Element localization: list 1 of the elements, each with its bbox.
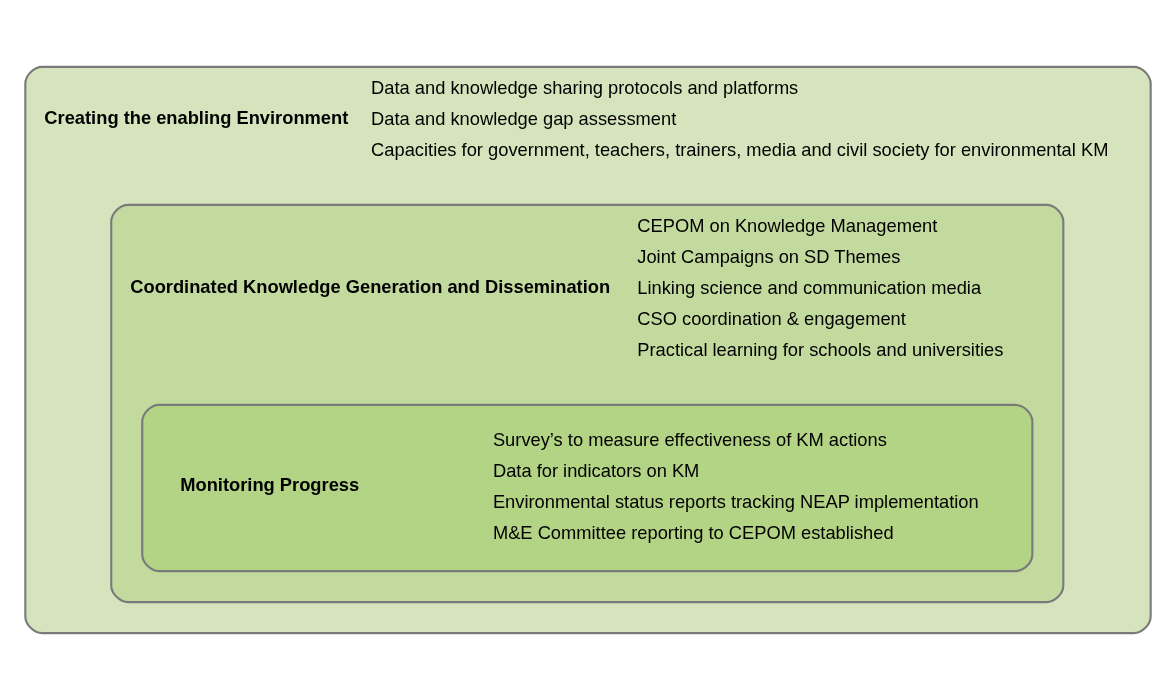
node-box: Monitoring Progress Survey’s to measure effectiveness of KM actions Data for indicators on KM Environmental status reports tracking NEAP implementation M&E Committee reporting to CEPOM established <box>141 403 1034 572</box>
